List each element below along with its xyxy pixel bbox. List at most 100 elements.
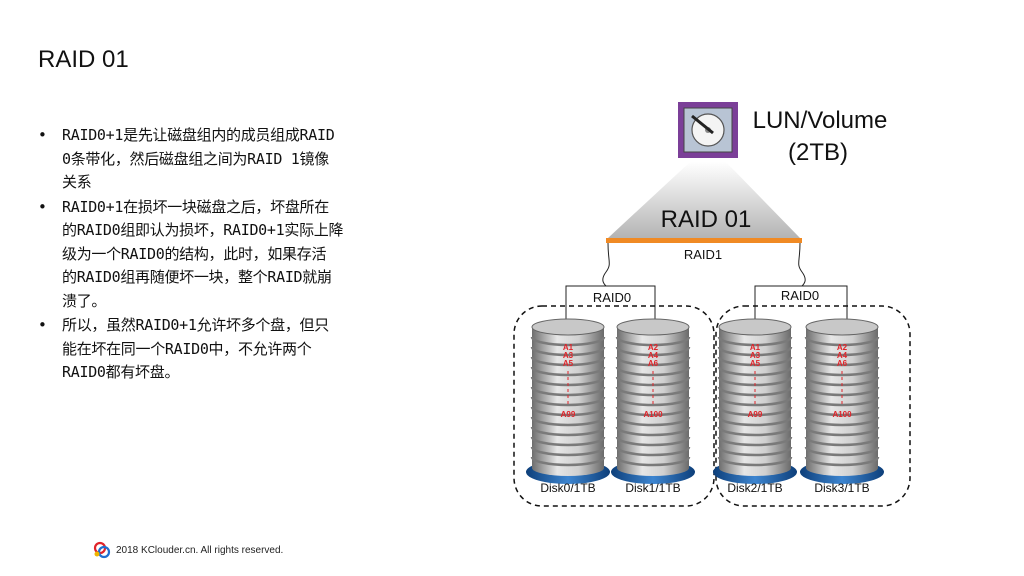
- disk-stripe: [804, 366, 880, 377]
- disk-top: [531, 318, 605, 336]
- disk-stripe: [804, 416, 880, 427]
- bullet-line: RAID0+1是先让磁盘组内的成员组成RAID: [62, 126, 335, 144]
- disk-stripe: [717, 386, 793, 397]
- lun-label-line1: LUN/Volume: [753, 107, 888, 134]
- disk-stripe: [717, 356, 793, 367]
- disk-block-label: A99: [561, 410, 576, 419]
- disk-block-label: A99: [748, 410, 763, 419]
- disk-stripe: [717, 426, 793, 437]
- disk-stripe: [804, 436, 880, 447]
- disk-stripe: [804, 456, 880, 467]
- disk-stripe: [615, 436, 691, 447]
- raid1-label: RAID1: [684, 247, 722, 262]
- disk-stripe: [615, 406, 691, 417]
- disk-stripe: [615, 426, 691, 437]
- bullet-line: 的RAID0组再随便坏一块，整个RAID就崩: [62, 268, 332, 286]
- raid1-connector-right: [798, 242, 806, 287]
- lun-label-line2: (2TB): [788, 139, 848, 166]
- disk-stripe: [530, 346, 606, 357]
- disk-stripe: [804, 346, 880, 357]
- raid0-bracket-left: [565, 285, 656, 320]
- disk-stripe: [804, 446, 880, 457]
- disk-stripe: [615, 456, 691, 467]
- disk-stripe: [717, 406, 793, 417]
- disk-stripe: [804, 396, 880, 407]
- bullet-line: 关系: [62, 173, 92, 191]
- raid1-connector-left: [602, 242, 610, 287]
- raid1-bar: [606, 238, 802, 243]
- footer-copyright: 2018 KClouder.cn. All rights reserved.: [116, 544, 284, 556]
- raid0-left-label: RAID0: [593, 290, 631, 305]
- disk-label: Disk0/1TB: [540, 481, 595, 495]
- disk-stripe: [717, 346, 793, 357]
- disk-stripe: [615, 346, 691, 357]
- bullet-item: • RAID0+1在损坏一块磁盘之后，坏盘所在 的RAID0组即认为损坏，RAI…: [38, 196, 428, 314]
- bullet-dot: •: [38, 316, 47, 334]
- disk-block-label: A5: [563, 359, 574, 368]
- disk-label: Disk3/1TB: [814, 481, 869, 495]
- disk-group: A1A3A5A99Disk0/1TBA2A4A6A100Disk1/1TBA1A…: [526, 318, 884, 495]
- disk-stripe: [804, 406, 880, 417]
- disk-stripe: [717, 446, 793, 457]
- disk-stripe: [530, 426, 606, 437]
- disk-stripe: [615, 356, 691, 367]
- disk-stripe: [717, 436, 793, 447]
- bullet-line: 溃了。: [62, 291, 107, 310]
- disk-stripe: [717, 366, 793, 377]
- disk-stripe: [530, 456, 606, 467]
- raid01-triangle: [608, 162, 800, 238]
- disk-top: [805, 318, 879, 336]
- disk-stripe: [530, 336, 606, 347]
- disk-top: [616, 318, 690, 336]
- disk-block-label: A5: [750, 359, 761, 368]
- disk-stripe: [530, 446, 606, 457]
- footer: 2018 KClouder.cn. All rights reserved.: [92, 540, 283, 560]
- disk-stripe: [530, 396, 606, 407]
- disk-block-label: A4: [837, 351, 848, 360]
- disk-block-label: A100: [643, 410, 663, 419]
- disk-stripe: [615, 416, 691, 427]
- bullet-dot: •: [38, 126, 47, 144]
- disk-stripe: [615, 366, 691, 377]
- disk-block-label: A2: [837, 343, 848, 352]
- bullet-list: • RAID0+1是先让磁盘组内的成员组成RAID 0条带化，然后磁盘组之间为R…: [38, 124, 428, 386]
- raid0-group-left: [513, 305, 715, 507]
- bullet-item: • 所以，虽然RAID0+1允许坏多个盘，但只 能在坏在同一个RAID0中，不允…: [38, 314, 428, 385]
- bullet-line: RAID0都有坏盘。: [62, 363, 180, 381]
- disk-stripe: [615, 336, 691, 347]
- disk-block-label: A3: [563, 351, 574, 360]
- disk-block-label: A6: [837, 359, 848, 368]
- disk-stripe: [804, 336, 880, 347]
- disk-stripe: [615, 396, 691, 407]
- raid01-label: RAID 01: [661, 206, 752, 233]
- disk-stripe: [615, 386, 691, 397]
- disk-top: [718, 318, 792, 336]
- bullet-line: 的RAID0组即认为损坏，RAID0+1实际上降: [62, 221, 344, 239]
- disk-block-label: A100: [832, 410, 852, 419]
- disk-stripe: [530, 356, 606, 367]
- disk-stripe: [717, 336, 793, 347]
- bullet-text: RAID0+1在损坏一块磁盘之后，坏盘所在 的RAID0组即认为损坏，RAID0…: [62, 198, 343, 310]
- disk-stripe: [530, 406, 606, 417]
- lun-disk-icon: [678, 102, 738, 158]
- disk-stripe: [530, 436, 606, 447]
- disk-stripe: [530, 366, 606, 377]
- disk-block-label: A3: [750, 351, 761, 360]
- raid0-group-right: [715, 305, 911, 507]
- disk-block-label: A1: [563, 343, 574, 352]
- disk-block-label: A4: [648, 351, 659, 360]
- raid0-bracket-right: [754, 285, 848, 320]
- disk-stripe: [717, 396, 793, 407]
- disk-block-label: A6: [648, 359, 659, 368]
- disk-label: Disk2/1TB: [727, 481, 782, 495]
- disk-block-label: A1: [750, 343, 761, 352]
- disk-stripe: [717, 416, 793, 427]
- bullet-dot: •: [38, 197, 47, 216]
- kclouder-logo-icon: [93, 541, 111, 559]
- bullet-line: 0条带化，然后磁盘组之间为RAID 1镜像: [62, 149, 329, 168]
- bullet-text: RAID0+1是先让磁盘组内的成员组成RAID 0条带化，然后磁盘组之间为RAI…: [62, 126, 335, 191]
